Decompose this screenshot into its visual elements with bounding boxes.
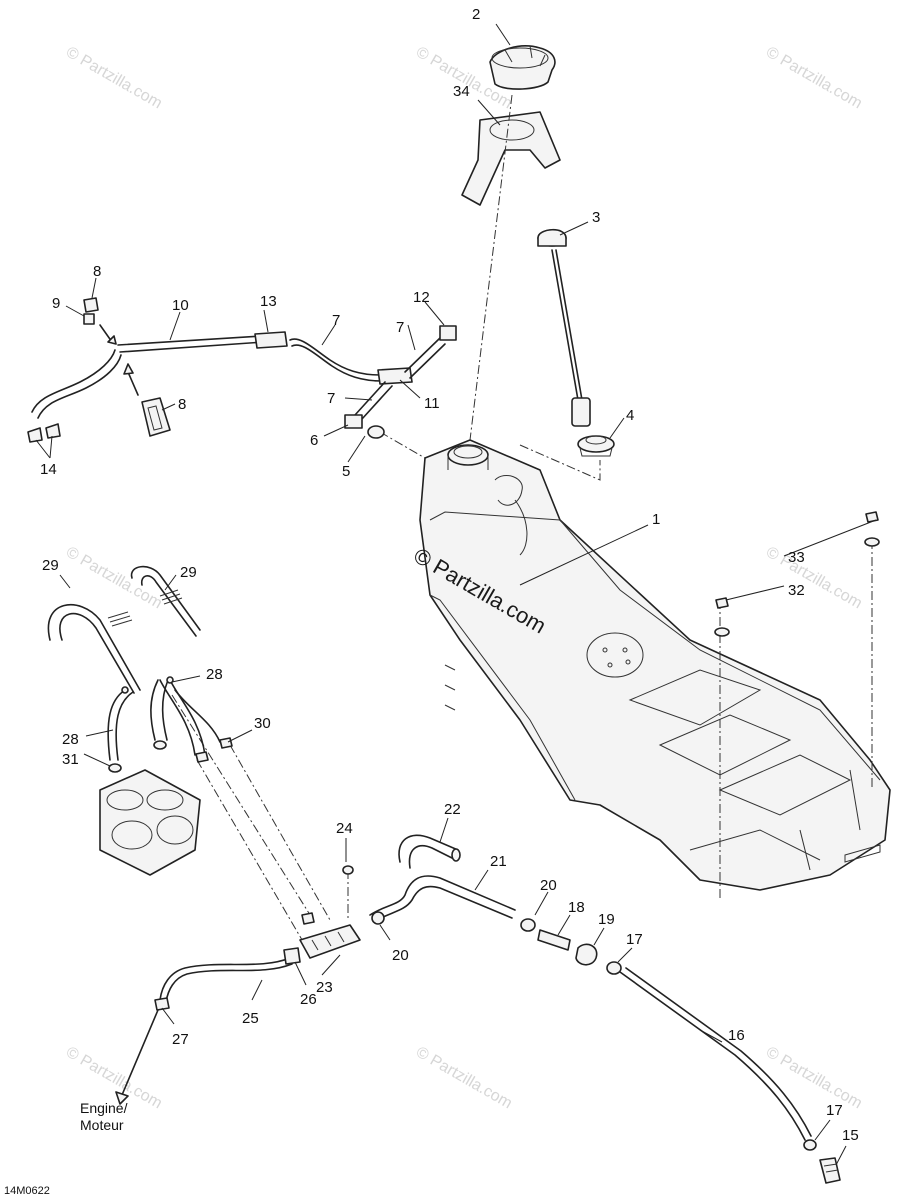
callout-28[interactable]: 28 xyxy=(206,666,223,683)
callout-13[interactable]: 13 xyxy=(260,293,277,310)
callout-16[interactable]: 16 xyxy=(728,1027,745,1044)
fuel-hose-to-engine[interactable] xyxy=(115,947,301,1105)
callout-28[interactable]: 28 xyxy=(62,731,79,748)
hose-clip[interactable] xyxy=(83,297,99,325)
callout-4[interactable]: 4 xyxy=(626,407,634,424)
callout-2[interactable]: 2 xyxy=(472,6,480,23)
callout-15[interactable]: 15 xyxy=(842,1127,859,1144)
callout-27[interactable]: 27 xyxy=(172,1031,189,1048)
engine-note: Engine/ xyxy=(80,1100,128,1116)
cap-bracket[interactable] xyxy=(461,111,561,206)
callout-33[interactable]: 33 xyxy=(788,549,805,566)
carburetor-vent-hoses[interactable] xyxy=(47,565,221,761)
callout-8[interactable]: 8 xyxy=(93,263,101,280)
callout-29[interactable]: 29 xyxy=(180,564,197,581)
callout-10[interactable]: 10 xyxy=(172,297,189,314)
callout-17[interactable]: 17 xyxy=(626,931,643,948)
callout-34[interactable]: 34 xyxy=(453,83,470,100)
fuel-valve-block[interactable] xyxy=(299,865,361,959)
callout-7[interactable]: 7 xyxy=(396,319,404,336)
callout-12[interactable]: 12 xyxy=(413,289,430,306)
watermark: © Partzilla.com xyxy=(413,1044,515,1113)
callout-3[interactable]: 3 xyxy=(592,209,600,226)
callout-18[interactable]: 18 xyxy=(568,899,585,916)
carburetor[interactable] xyxy=(99,740,201,876)
callout-7[interactable]: 7 xyxy=(327,390,335,407)
fuel-hose[interactable] xyxy=(369,875,516,925)
leader-lines xyxy=(35,23,877,1166)
watermark: © Partzilla.com xyxy=(763,44,865,113)
small-clamp[interactable] xyxy=(195,737,233,763)
callout-23[interactable]: 23 xyxy=(316,979,333,996)
callout-29[interactable]: 29 xyxy=(42,557,59,574)
watermark: © Partzilla.com xyxy=(763,544,865,613)
watermark: © Partzilla.com xyxy=(63,44,165,113)
callout-7[interactable]: 7 xyxy=(332,312,340,329)
fuel-tank[interactable] xyxy=(419,439,891,891)
assembly-lines xyxy=(171,94,873,946)
callout-6[interactable]: 6 xyxy=(310,432,318,449)
callout-17[interactable]: 17 xyxy=(826,1102,843,1119)
arrow-indicator xyxy=(99,324,139,396)
callouts: 2 34 3 4 1 8 9 10 13 12 7 7 7 11 6 5 8 1… xyxy=(40,6,859,1144)
drawing-code: 14M0622 xyxy=(4,1185,50,1197)
callout-25[interactable]: 25 xyxy=(242,1010,259,1027)
callout-22[interactable]: 22 xyxy=(444,801,461,818)
moteur-note: Moteur xyxy=(80,1117,124,1133)
hose-bracket[interactable] xyxy=(141,397,171,437)
watermark: © Partzilla.com xyxy=(63,544,165,613)
callout-11[interactable]: 11 xyxy=(424,395,440,412)
watermark: © Partzilla.com xyxy=(763,1044,865,1113)
callout-30[interactable]: 30 xyxy=(254,715,271,732)
filler-neck xyxy=(447,444,528,556)
sender-grommet[interactable] xyxy=(577,435,615,457)
fuel-sender[interactable] xyxy=(537,228,591,427)
callout-24[interactable]: 24 xyxy=(336,820,353,837)
callout-31[interactable]: 31 xyxy=(62,751,79,768)
callout-26[interactable]: 26 xyxy=(300,991,317,1008)
long-fuel-line[interactable] xyxy=(619,967,841,1184)
vent-hose-assembly[interactable] xyxy=(31,325,457,439)
vent-cap[interactable] xyxy=(27,423,61,443)
callout-20[interactable]: 20 xyxy=(392,947,409,964)
hose-fittings[interactable] xyxy=(520,918,622,975)
callout-32[interactable]: 32 xyxy=(788,582,805,599)
nut-washer-set[interactable] xyxy=(714,511,880,637)
fuel-cap[interactable] xyxy=(489,45,556,90)
callout-1[interactable]: 1 xyxy=(652,511,660,528)
callout-9[interactable]: 9 xyxy=(52,295,60,312)
callout-20[interactable]: 20 xyxy=(540,877,557,894)
callout-14[interactable]: 14 xyxy=(40,461,57,478)
elbow-hose[interactable] xyxy=(398,834,461,869)
callout-5[interactable]: 5 xyxy=(342,463,350,480)
callout-19[interactable]: 19 xyxy=(598,911,615,928)
callout-21[interactable]: 21 xyxy=(490,853,507,870)
callout-8[interactable]: 8 xyxy=(178,396,186,413)
